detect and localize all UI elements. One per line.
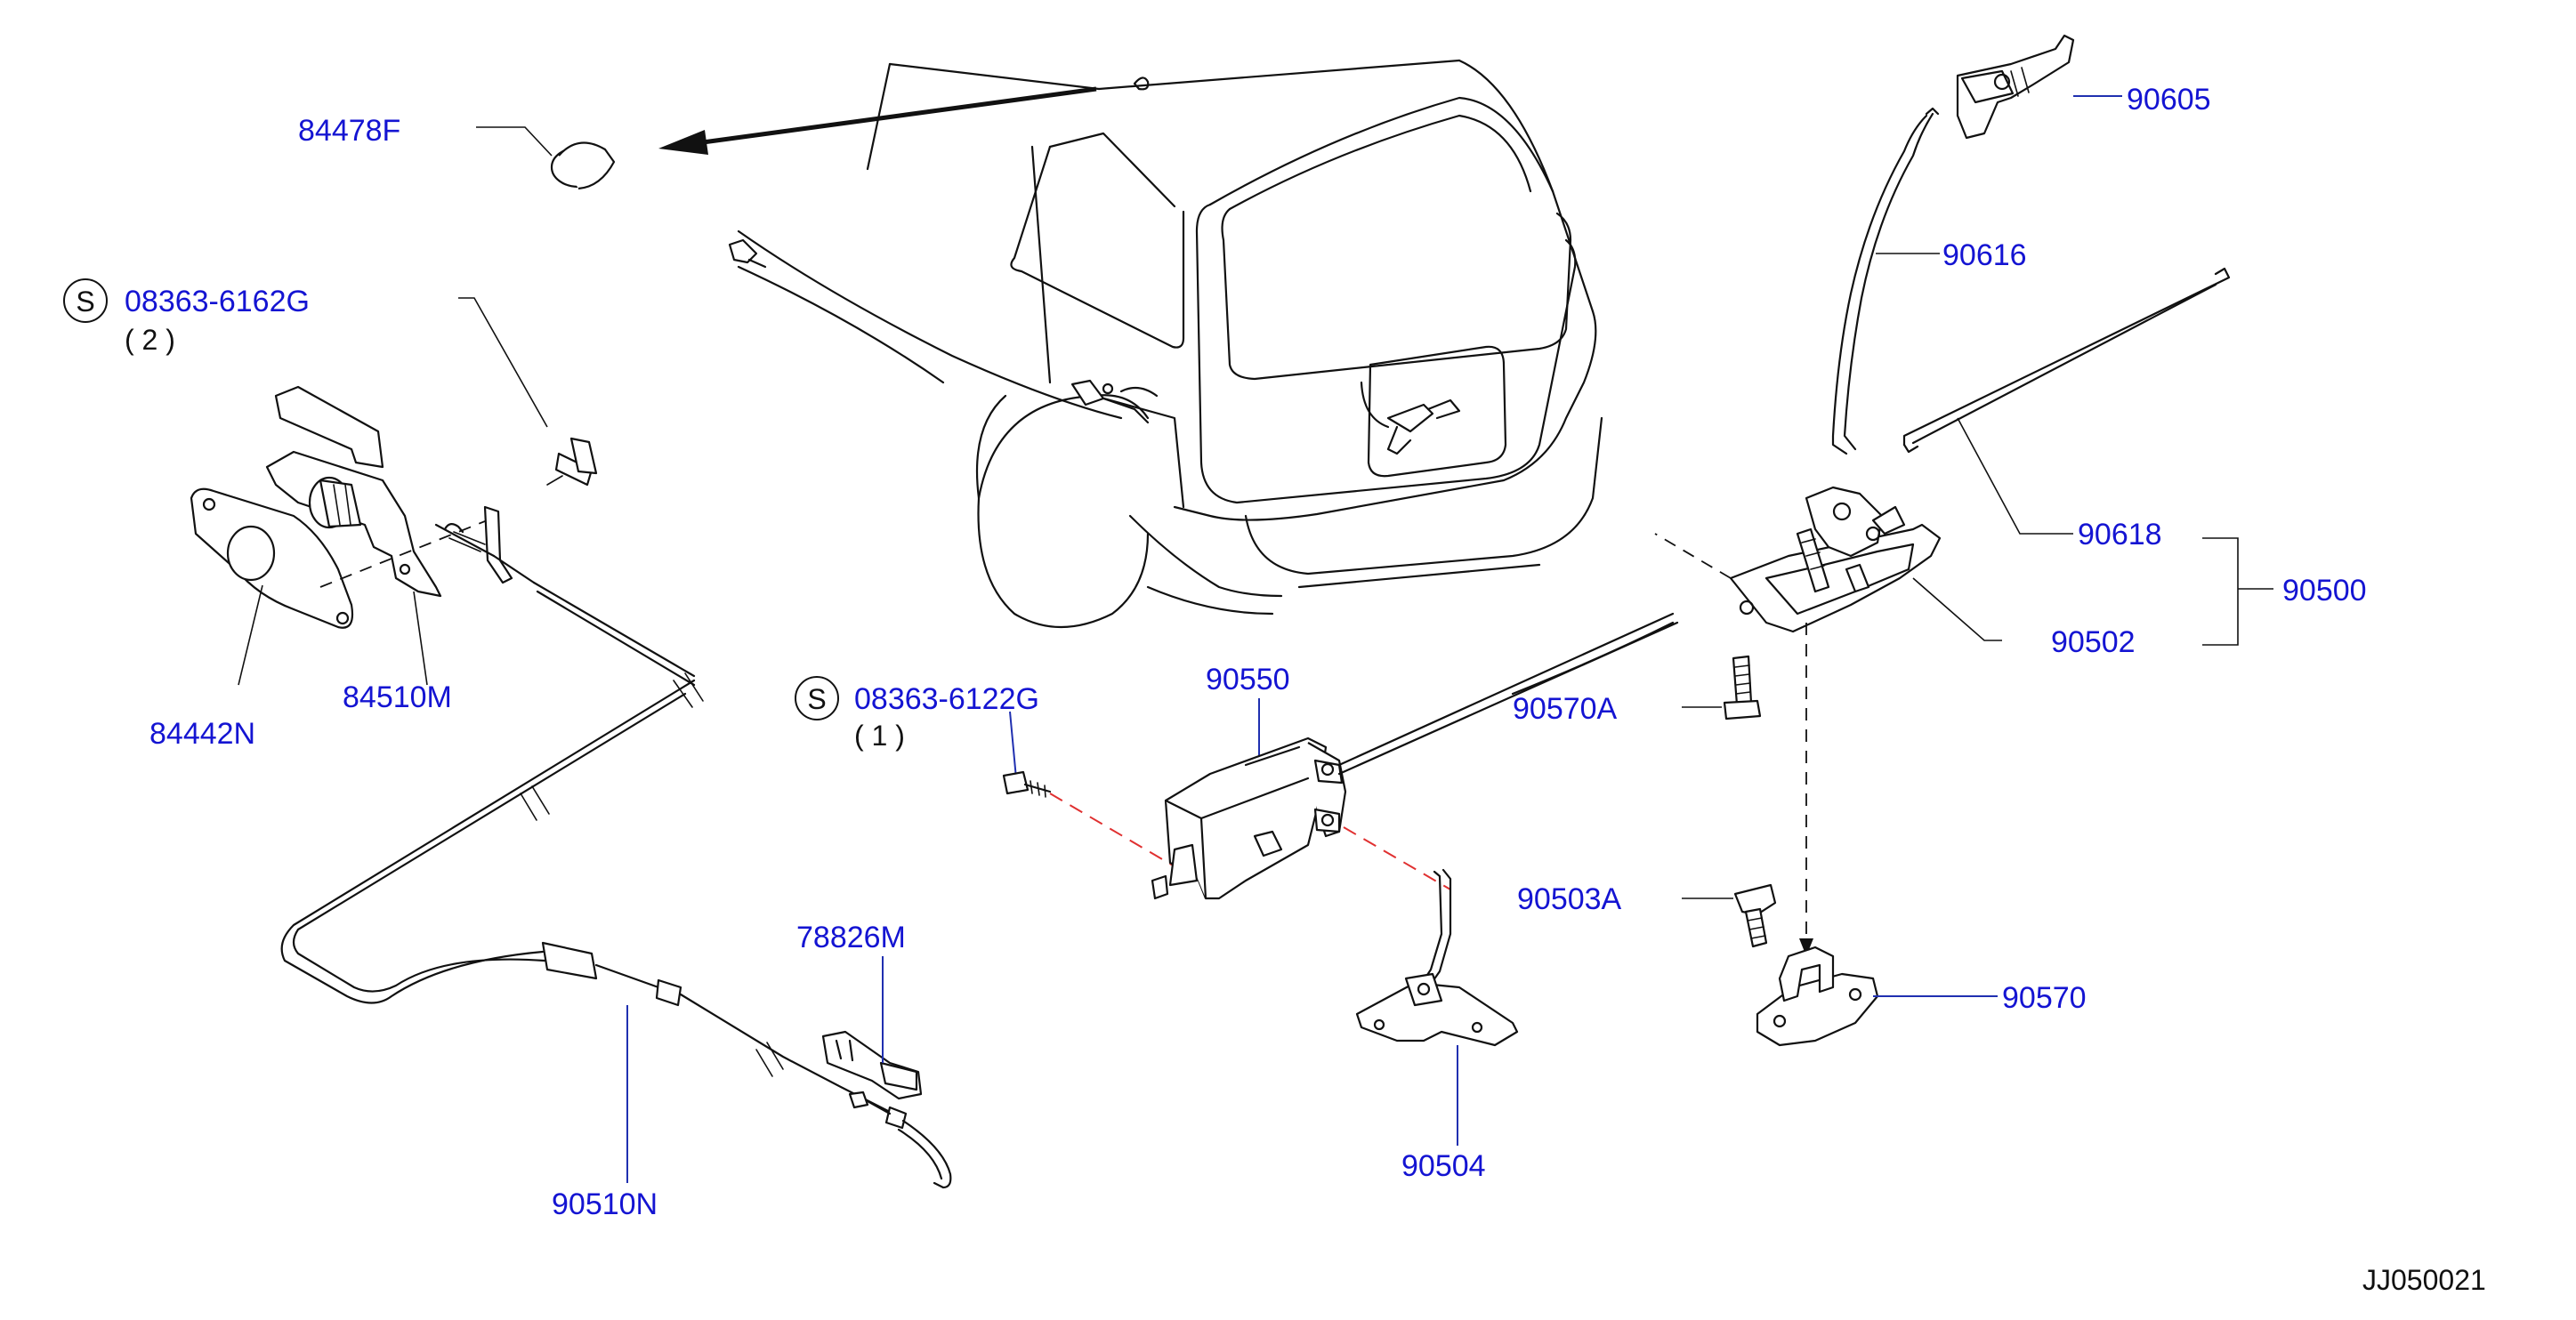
guide-line-latch xyxy=(1654,533,1732,579)
bolt-symbol-letter-2: S xyxy=(807,683,826,715)
bracket-90605-part xyxy=(1956,34,2122,140)
striker-90570-part xyxy=(1756,946,1998,1047)
vehicle-rear-illustration xyxy=(728,59,1603,628)
label-90550: 90550 xyxy=(1206,663,1290,696)
bolt-08363-6162G-part xyxy=(546,437,598,487)
bolt-symbol-s-2: S xyxy=(795,676,839,720)
guide-arrow-head xyxy=(1799,938,1813,956)
rod-90616-part xyxy=(1831,107,1940,455)
cable-90510N-part xyxy=(280,505,952,1189)
hinge-bracket-84510M-part xyxy=(265,385,442,598)
label-90510N: 90510N xyxy=(552,1187,658,1221)
label-84442N: 84442N xyxy=(149,717,255,751)
actuator-90550-part xyxy=(1151,612,1679,900)
screw-90570A-part xyxy=(1682,655,1762,720)
bolt-symbol-letter: S xyxy=(76,286,94,318)
group-bracket-90500 xyxy=(2202,537,2273,646)
label-90500: 90500 xyxy=(2282,574,2367,608)
cap-84478F-part xyxy=(476,126,616,190)
label-08363-6162G: 08363-6162G xyxy=(125,285,310,318)
plate-84442N-part xyxy=(190,487,354,686)
label-90605: 90605 xyxy=(2127,83,2211,117)
label-08363-6162G-qty: ( 2 ) xyxy=(125,324,175,356)
label-08363-6122G: 08363-6122G xyxy=(854,682,1039,716)
label-90616: 90616 xyxy=(1942,238,2027,272)
label-84478F: 84478F xyxy=(298,114,400,148)
label-08363-6122G-qty: ( 1 ) xyxy=(854,720,905,752)
arrow-to-84478F xyxy=(658,86,1097,155)
label-84510M: 84510M xyxy=(343,680,452,714)
rod-90504-part xyxy=(1355,868,1519,1146)
label-90570A: 90570A xyxy=(1513,692,1618,726)
leader-08363-6122G xyxy=(1009,711,1017,779)
guide-line-red-2 xyxy=(1343,826,1451,890)
label-90504: 90504 xyxy=(1401,1149,1486,1183)
leader-84510M xyxy=(413,591,428,686)
sensor-78826M-part xyxy=(821,956,923,1115)
diagram-reference-code: JJ050021 xyxy=(2362,1264,2486,1296)
rod-90618-part xyxy=(1902,267,2231,535)
bolt-90503A-part xyxy=(1682,883,1777,948)
label-90618: 90618 xyxy=(2078,518,2162,551)
guide-line-hinge xyxy=(319,515,499,588)
latch-assembly-90502-part xyxy=(1729,486,2002,641)
label-90502: 90502 xyxy=(2051,625,2136,659)
leader-08363-6162G xyxy=(458,297,548,428)
label-78826M: 78826M xyxy=(796,921,906,954)
label-90570: 90570 xyxy=(2002,981,2087,1015)
bolt-symbol-s: S xyxy=(63,278,108,323)
guide-line-red-1 xyxy=(1049,793,1184,873)
label-90503A: 90503A xyxy=(1517,882,1622,916)
screw-08363-6122G-part xyxy=(1002,770,1052,798)
